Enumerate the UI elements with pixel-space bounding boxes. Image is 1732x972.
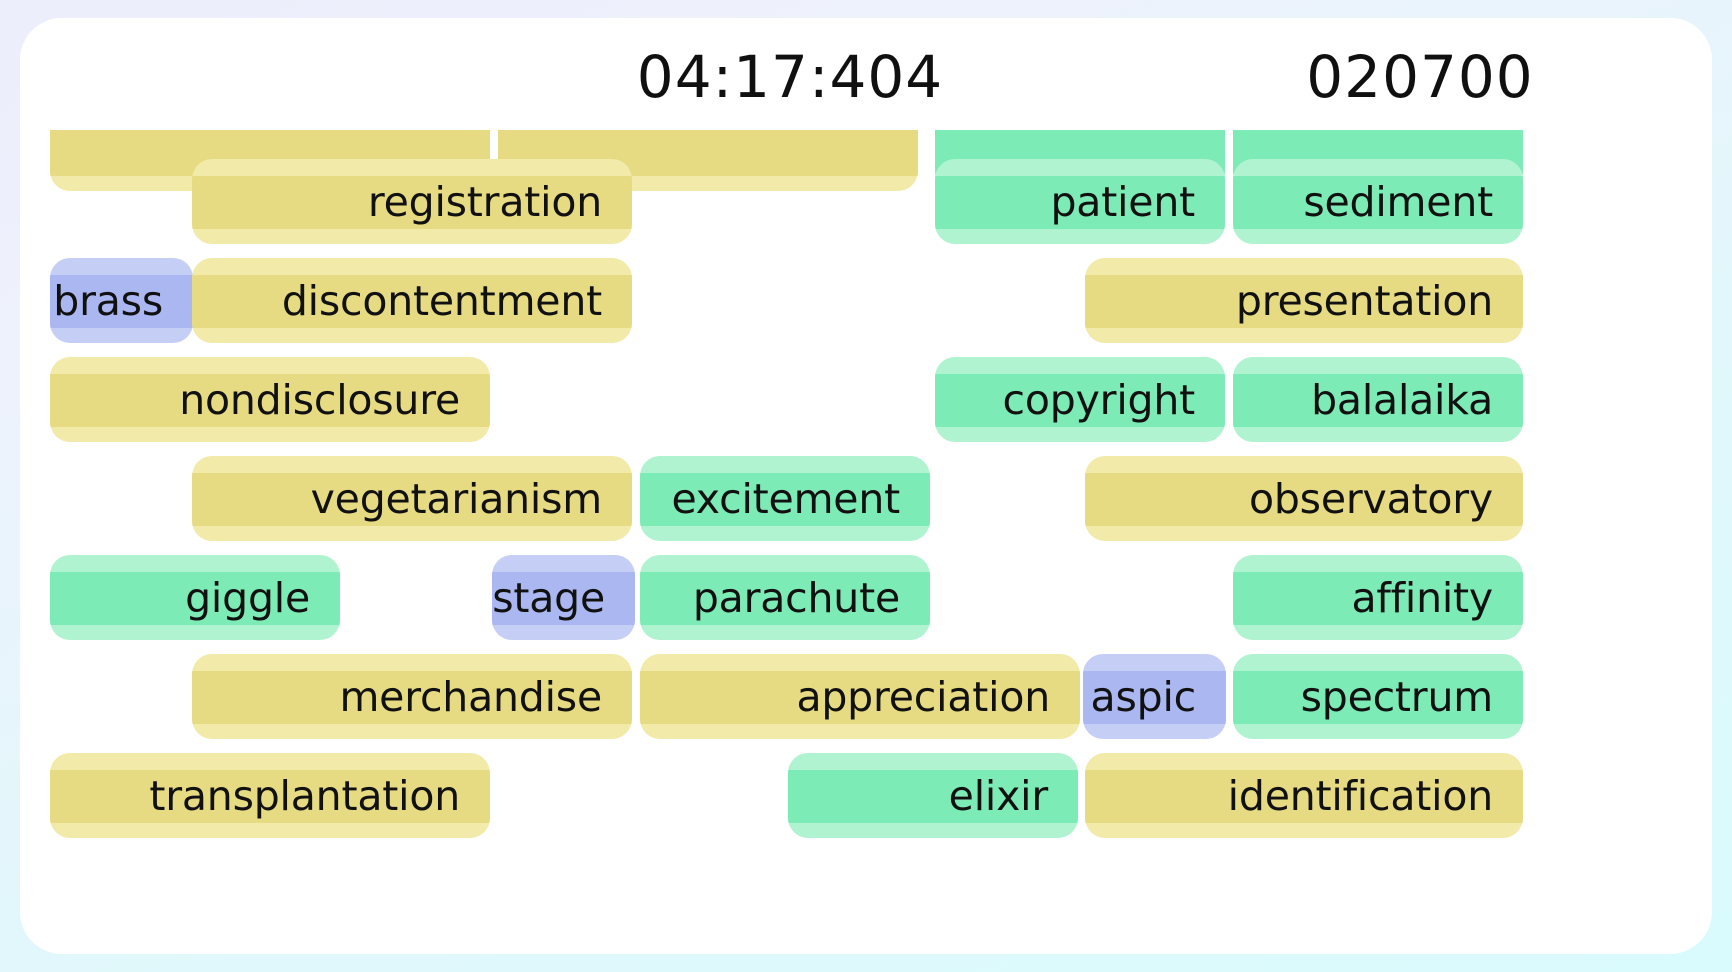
- word-pill[interactable]: discontentment: [192, 258, 632, 343]
- word-pill-label: nondisclosure: [179, 375, 460, 424]
- word-pill[interactable]: registration: [192, 159, 632, 244]
- pill-highlight-band: [50, 770, 490, 823]
- pill-highlight-band: [192, 275, 632, 328]
- word-pill[interactable]: transplantation: [50, 753, 490, 838]
- word-board: registration patient sediment brass disconte…: [20, 18, 1712, 954]
- word-pill-label: balalaika: [1311, 375, 1493, 424]
- word-pill[interactable]: merchandise: [192, 654, 632, 739]
- word-pill[interactable]: giggle: [50, 555, 340, 640]
- word-pill-label: identification: [1227, 771, 1494, 820]
- pill-highlight-band: [1085, 770, 1523, 823]
- word-pill-label: vegetarianism: [310, 474, 603, 523]
- pill-highlight-band: [640, 473, 930, 526]
- pill-highlight-band: [1233, 671, 1523, 724]
- word-pill[interactable]: patient: [935, 159, 1225, 244]
- word-pill-label: aspic: [1090, 672, 1197, 721]
- game-card: registration patient sediment brass disconte…: [20, 18, 1712, 954]
- word-pill-label: observatory: [1248, 474, 1493, 523]
- word-pill[interactable]: spectrum: [1233, 654, 1523, 739]
- word-pill[interactable]: copyright: [935, 357, 1225, 442]
- word-pill-label: giggle: [185, 573, 310, 622]
- score-display: 020700: [1306, 43, 1534, 111]
- pill-highlight-band: [935, 176, 1225, 229]
- hud-header: 04:17:404 020700: [20, 18, 1712, 130]
- word-pill-label: affinity: [1351, 573, 1494, 622]
- word-pill-label: discontentment: [281, 276, 602, 325]
- pill-highlight-band: [50, 275, 193, 328]
- word-pill[interactable]: nondisclosure: [50, 357, 490, 442]
- word-pill[interactable]: identification: [1085, 753, 1523, 838]
- pill-highlight-band: [1083, 671, 1226, 724]
- pill-highlight-band: [492, 572, 635, 625]
- word-pill[interactable]: parachute: [640, 555, 930, 640]
- word-pill[interactable]: vegetarianism: [192, 456, 632, 541]
- word-pill[interactable]: elixir: [788, 753, 1078, 838]
- word-pill-label: excitement: [671, 474, 900, 523]
- pill-highlight-band: [640, 572, 930, 625]
- pill-highlight-band: [1085, 473, 1523, 526]
- pill-highlight-band: [1085, 275, 1523, 328]
- pill-highlight-band: [1233, 176, 1523, 229]
- pill-highlight-band: [935, 374, 1225, 427]
- word-pill[interactable]: stage: [492, 555, 635, 640]
- pill-highlight-band: [640, 671, 1080, 724]
- word-pill-label: appreciation: [796, 672, 1050, 721]
- word-pill-label: patient: [1050, 177, 1195, 226]
- word-pill-label: registration: [367, 177, 602, 226]
- word-pill[interactable]: presentation: [1085, 258, 1523, 343]
- word-pill-label: presentation: [1235, 276, 1493, 325]
- word-pill[interactable]: affinity: [1233, 555, 1523, 640]
- word-pill[interactable]: aspic: [1083, 654, 1226, 739]
- word-pill-label: brass: [53, 276, 163, 325]
- word-pill[interactable]: balalaika: [1233, 357, 1523, 442]
- timer-display: 04:17:404: [636, 43, 944, 111]
- word-pill-label: transplantation: [149, 771, 460, 820]
- pill-highlight-band: [192, 671, 632, 724]
- word-pill-label: merchandise: [339, 672, 602, 721]
- word-pill-label: stage: [492, 573, 605, 622]
- word-pill[interactable]: excitement: [640, 456, 930, 541]
- word-pill[interactable]: appreciation: [640, 654, 1080, 739]
- word-pill-label: spectrum: [1300, 672, 1494, 721]
- word-pill[interactable]: brass: [50, 258, 193, 343]
- word-pill-label: sediment: [1303, 177, 1493, 226]
- word-pill[interactable]: sediment: [1233, 159, 1523, 244]
- pill-highlight-band: [50, 572, 340, 625]
- pill-highlight-band: [1233, 374, 1523, 427]
- pill-highlight-band: [1233, 572, 1523, 625]
- pill-highlight-band: [192, 473, 632, 526]
- word-pill[interactable]: observatory: [1085, 456, 1523, 541]
- word-pill-label: parachute: [692, 573, 900, 622]
- pill-highlight-band: [788, 770, 1078, 823]
- word-pill-label: elixir: [948, 771, 1049, 820]
- word-pill-label: copyright: [1002, 375, 1196, 424]
- pill-highlight-band: [192, 176, 632, 229]
- pill-highlight-band: [50, 374, 490, 427]
